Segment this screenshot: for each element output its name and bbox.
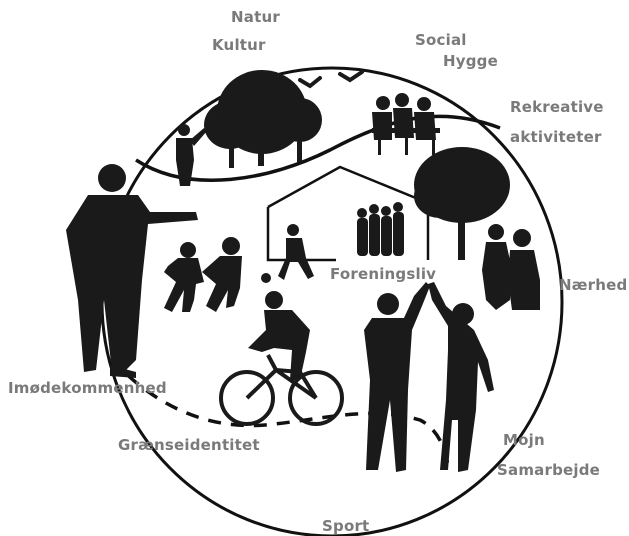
neighbors-silhouette (482, 224, 540, 310)
cafe-group-silhouette (372, 93, 440, 155)
right-tree (414, 147, 510, 260)
club-members-silhouette (357, 202, 404, 256)
dashed-path (110, 358, 450, 471)
greeting-man-silhouette (66, 164, 198, 378)
label-aktiviteter: aktiviteter (510, 128, 602, 146)
photographer-silhouette (176, 124, 207, 186)
cyclist-silhouette (219, 291, 344, 426)
label-hygge: Hygge (443, 52, 498, 70)
label-imodekommenhed: Imødekommenhed (8, 379, 167, 397)
label-rekreative: Rekreative (510, 98, 604, 116)
footballer-silhouette (278, 224, 314, 280)
football (261, 273, 271, 283)
label-sport: Sport (322, 517, 370, 535)
running-children-silhouette (164, 237, 242, 312)
high-five-couple-silhouette (364, 282, 494, 472)
label-mojn: Mojn (503, 431, 545, 449)
label-naerhed: Nærhed (559, 276, 628, 294)
label-social: Social (415, 31, 467, 49)
label-kultur: Kultur (212, 36, 266, 54)
label-samarbejde: Samarbejde (497, 461, 601, 479)
forest-trees (204, 70, 322, 168)
label-natur: Natur (231, 8, 280, 26)
label-foreningsliv: Foreningsliv (330, 265, 437, 283)
label-graenseidentitet: Grænseidentitet (118, 436, 260, 454)
birds (298, 70, 364, 89)
